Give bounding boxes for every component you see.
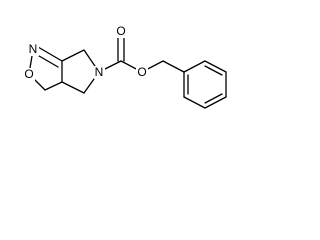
carbonyl-o-label-bg bbox=[115, 25, 127, 38]
carbamate-n-label-bg bbox=[94, 66, 105, 79]
carbonyl-oxygen-label: O bbox=[116, 24, 125, 38]
bond-c4-c3a bbox=[61, 81, 85, 94]
ester-o-label-bg bbox=[136, 66, 148, 79]
ring-nitrogen-label: N bbox=[29, 42, 38, 56]
bond-ph5-ph6 bbox=[183, 96, 206, 109]
ring-o-label-bg bbox=[23, 68, 35, 81]
bond-ph2-ph3 bbox=[204, 60, 227, 73]
chemical-structure: N O N O O bbox=[23, 24, 227, 109]
bond-ph1-ph2 bbox=[183, 60, 206, 73]
bond-ch2-phenyl bbox=[162, 60, 185, 73]
ring-oxygen-label: O bbox=[24, 67, 33, 81]
bond-n1-c3a-double-a bbox=[37, 46, 63, 62]
ester-oxygen-label: O bbox=[137, 65, 146, 79]
bond-c3-c3a bbox=[44, 81, 63, 91]
bond-ph-inner-1 bbox=[204, 65, 223, 76]
carbamate-nitrogen-label: N bbox=[95, 65, 104, 79]
bond-ph-inner-2 bbox=[204, 93, 223, 104]
ring-n-label-bg bbox=[28, 43, 39, 56]
bond-ph4-ph5 bbox=[204, 96, 227, 109]
bond-c6a-c6 bbox=[61, 49, 85, 62]
